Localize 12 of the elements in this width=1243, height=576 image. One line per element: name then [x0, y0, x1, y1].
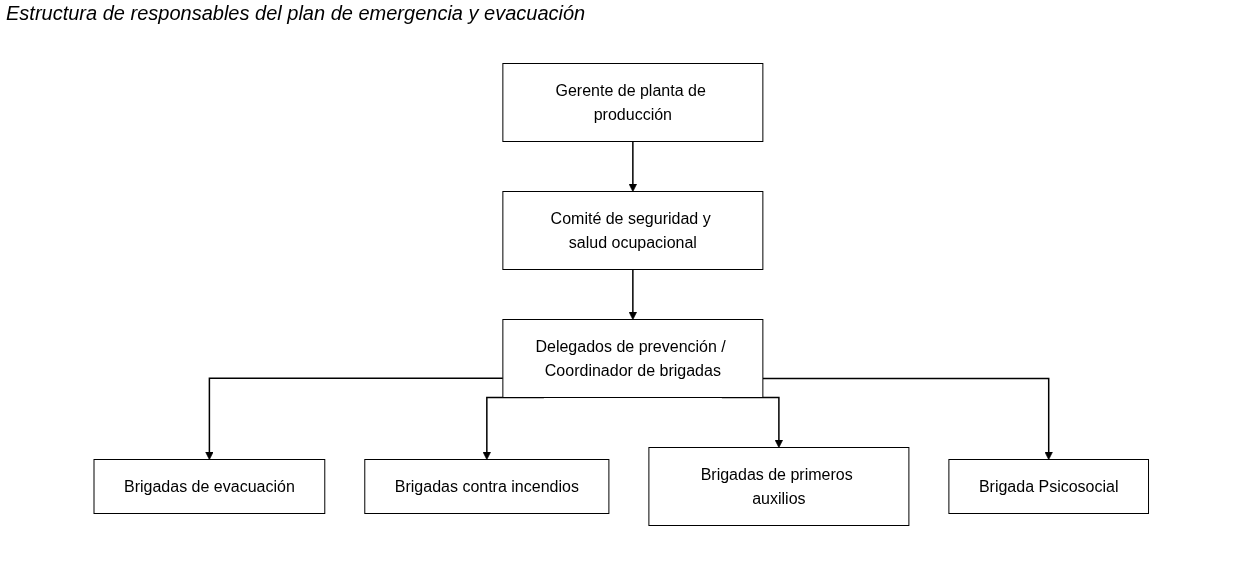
node-box: Comité de seguridad y salud ocupacional	[502, 191, 764, 270]
node-box: Brigada Psicosocial	[948, 459, 1150, 514]
arrow	[205, 377, 504, 460]
node-box: Brigadas de primeros auxilios	[648, 447, 910, 526]
arrow	[628, 268, 638, 320]
diagram-title: Estructura de responsables del plan de emergencia y evacuación	[6, 2, 587, 25]
node-box: Brigadas contra incendios	[364, 459, 610, 514]
node-box: Brigadas de evacuación	[93, 459, 326, 514]
arrow	[762, 377, 1054, 460]
node-box: Gerente de planta de producción	[502, 63, 764, 142]
node-box: Delegados de prevención / Coordinador de brigadas	[502, 319, 764, 398]
arrow	[628, 140, 638, 192]
